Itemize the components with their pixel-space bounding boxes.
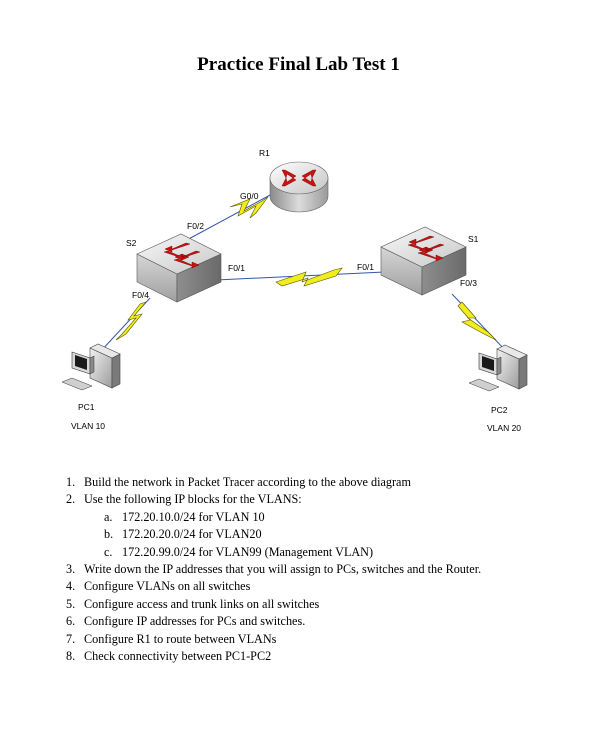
switch-icon	[136, 233, 222, 303]
router-icon	[269, 161, 329, 213]
pc-icon	[468, 344, 528, 392]
task-item: 5. Configure access and trunk links on a…	[66, 596, 586, 613]
serial-link-icon	[229, 196, 269, 219]
task-number: 4.	[66, 579, 76, 594]
serial-link-icon	[115, 301, 147, 341]
task-text: Use the following IP blocks for the VLAN…	[84, 492, 302, 507]
link-s1-pc2	[451, 293, 506, 351]
task-item: 2. Use the following IP blocks for the V…	[66, 491, 586, 508]
task-item: 6. Configure IP addresses for PCs and sw…	[66, 613, 586, 630]
task-number: 1.	[66, 475, 76, 489]
task-number: 7.	[66, 631, 76, 646]
task-text: Configure R1 to route between VLANs	[84, 631, 277, 646]
switch-s1-name-label: S1	[468, 234, 479, 244]
task-number: 8.	[66, 648, 76, 663]
switch-s2-port-label: F0/1	[228, 263, 245, 273]
switch-s1-port-label: F0/1	[357, 262, 374, 272]
switch-s1-port-label: F0/3	[460, 278, 477, 288]
switch-s2-name-label: S2	[126, 238, 137, 248]
task-number: 2.	[66, 492, 76, 507]
task-item: 7. Configure R1 to route between VLANs	[66, 631, 586, 648]
serial-link-icon	[275, 267, 343, 287]
subtask-letter: c.	[104, 544, 113, 559]
subtask-text: 172.20.10.0/24 for VLAN 10	[122, 509, 265, 524]
pc1-name-label: PC1	[78, 402, 95, 412]
pc-icon	[61, 343, 121, 391]
task-text: Configure access and trunk links on all …	[84, 596, 320, 611]
pc2-name-label: PC2	[491, 405, 508, 415]
task-text: Configure IP addresses for PCs and switc…	[84, 614, 306, 629]
router-r1: R1 G0/0	[240, 148, 329, 213]
router-name-label: R1	[259, 148, 270, 158]
pc2-vlan-label: VLAN 20	[487, 423, 521, 433]
task-text: Build the network in Packet Tracer accor…	[84, 475, 411, 489]
switch-icon	[380, 226, 467, 296]
task-item: 3. Write down the IP addresses that you …	[66, 561, 586, 578]
task-text: Check connectivity between PC1-PC2	[84, 648, 272, 663]
task-text: Configure VLANs on all switches	[84, 579, 251, 594]
link-s2-s1	[215, 267, 385, 287]
router-port-label: G0/0	[240, 191, 259, 201]
task-number: 3.	[66, 561, 76, 576]
switch-s2-port-label: F0/4	[132, 290, 149, 300]
task-item: 1. Build the network in Packet Tracer ac…	[66, 474, 586, 491]
subtask-letter: b.	[104, 527, 114, 542]
task-number: 5.	[66, 596, 76, 611]
page-title: Practice Final Lab Test 1	[197, 54, 400, 75]
switch-s1: S1 F0/1 F0/3	[357, 226, 479, 296]
network-diagram: R1 G0/0 S2 F0/2 F0/1 F0/4	[61, 148, 528, 433]
subtask-item: c. 172.20.99.0/24 for VLAN99 (Management…	[66, 544, 586, 561]
task-item: 4. Configure VLANs on all switches	[66, 578, 586, 595]
subtask-text: 172.20.99.0/24 for VLAN99 (Management VL…	[122, 544, 374, 559]
task-text: Write down the IP addresses that you wil…	[84, 561, 482, 576]
task-list: 1. Build the network in Packet Tracer ac…	[66, 474, 586, 665]
pc1-vlan-label: VLAN 10	[71, 421, 105, 431]
switch-s2-port-label: F0/2	[187, 221, 204, 231]
task-item: 8. Check connectivity between PC1-PC2	[66, 648, 586, 665]
subtask-letter: a.	[104, 509, 113, 524]
subtask-item: a. 172.20.10.0/24 for VLAN 10	[66, 509, 586, 526]
subtask-text: 172.20.20.0/24 for VLAN20	[122, 527, 262, 542]
link-s2-pc1	[99, 297, 151, 353]
pc1: PC1 VLAN 10	[61, 343, 121, 431]
switch-s2: S2 F0/2 F0/1 F0/4	[126, 221, 245, 303]
task-number: 6.	[66, 614, 76, 629]
subtask-item: b. 172.20.20.0/24 for VLAN20	[66, 526, 586, 543]
pc2: PC2 VLAN 20	[468, 344, 528, 433]
serial-link-icon	[457, 301, 497, 341]
